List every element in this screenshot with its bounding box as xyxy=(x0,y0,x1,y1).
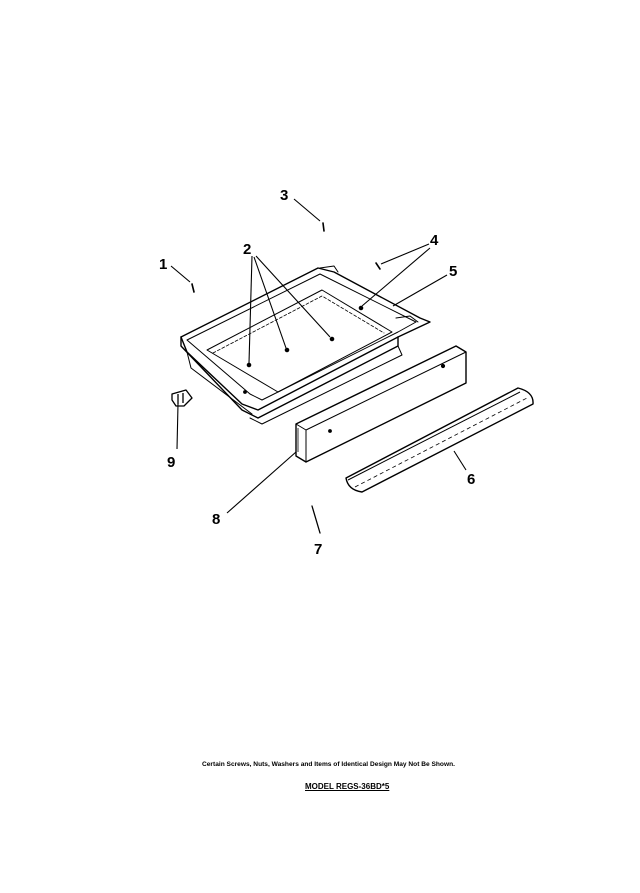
callout-9: 9 xyxy=(167,454,175,471)
broiler-drawer-pan xyxy=(180,265,431,425)
callout-4: 4 xyxy=(430,232,439,249)
callout-8: 8 xyxy=(212,511,220,528)
screw-1 xyxy=(191,283,195,293)
callout-5: 5 xyxy=(449,263,457,280)
model-label: MODEL REGS-36BD*5 xyxy=(305,782,390,791)
disclaimer-note: Certain Screws, Nuts, Washers and Items … xyxy=(202,761,455,768)
leader-lines xyxy=(170,198,467,514)
screw-4 xyxy=(375,262,381,270)
callout-6: 6 xyxy=(467,471,475,488)
screw-7 xyxy=(311,505,321,534)
callout-7: 7 xyxy=(314,541,322,558)
drawer-clip xyxy=(171,389,193,407)
drawer-front-panel xyxy=(295,345,467,463)
drawer-handle xyxy=(345,387,534,493)
callout-2: 2 xyxy=(243,241,251,258)
callout-3: 3 xyxy=(280,187,288,204)
callout-1: 1 xyxy=(159,256,167,273)
screw-3 xyxy=(322,222,325,232)
